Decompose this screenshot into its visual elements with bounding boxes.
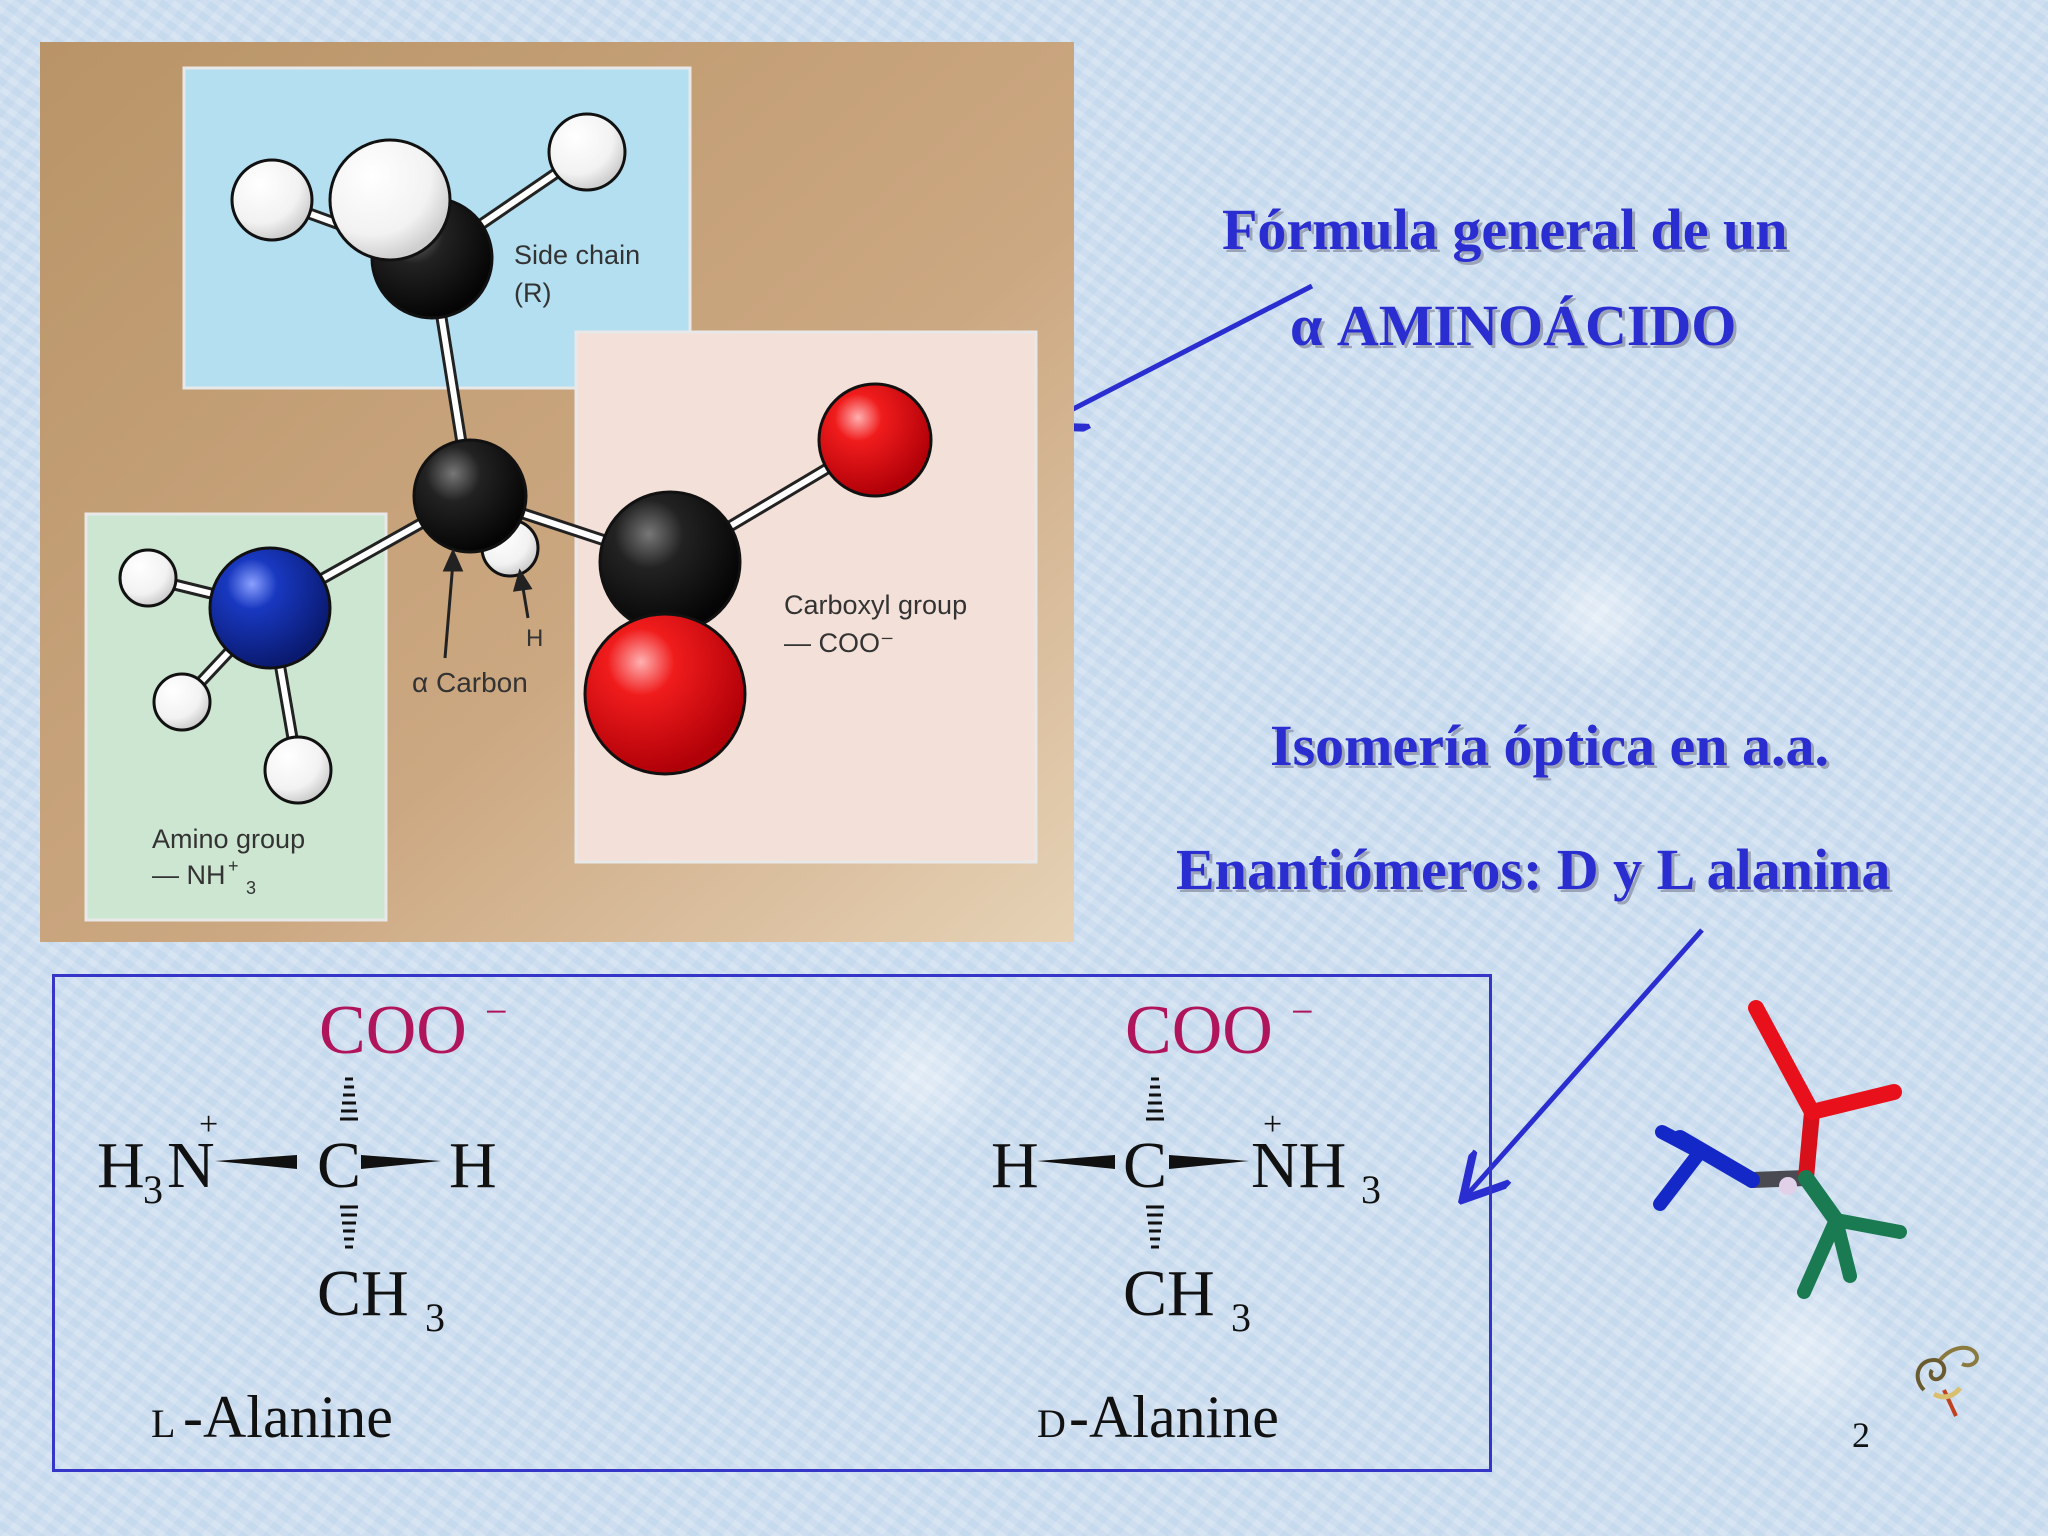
isomeria-heading: Isomería óptica en a.a. (1270, 713, 1829, 778)
l-n: N (167, 1129, 215, 1202)
alpha-carbon (412, 438, 528, 554)
amino-acid-ball-stick-figure: Side chain (R) Carboxyl group — COO⁻ Ami… (40, 42, 1074, 942)
d-n-plus: + (1263, 1106, 1282, 1143)
d-hash-down (1146, 1205, 1164, 1249)
oxygen-top (817, 382, 933, 498)
oxygen-bottom (583, 612, 747, 776)
arrow-to-molecule (1044, 283, 1314, 424)
d-wedge-right (1169, 1155, 1249, 1169)
l-n-plus: + (199, 1106, 218, 1143)
l-ch3-sub: 3 (425, 1295, 445, 1340)
nitrogen-atom (208, 546, 332, 670)
l-hash-down (340, 1205, 358, 1249)
l-carbon: C (317, 1129, 361, 1202)
page-number: 2 (1852, 1415, 1870, 1455)
hydrogen-label: H (526, 625, 543, 652)
amino-hydrogen-bottom (263, 735, 333, 805)
alpha-carbon-label: α Carbon (412, 667, 528, 698)
alpha-hydrogen-dot (1779, 1177, 1797, 1195)
side-chain-hydrogen-right (547, 112, 627, 192)
amino-hydrogen-bottom-left (152, 672, 212, 732)
amino-charge: + (228, 856, 239, 876)
amino-formula: — NH (152, 860, 226, 890)
l-h3n-h: H (97, 1129, 145, 1202)
side-chain-label: Side chain (514, 240, 640, 270)
amino-label: Amino group (152, 824, 305, 854)
d-hydrogen: H (991, 1129, 1039, 1202)
atoms (118, 112, 933, 805)
l-ch3: CH (317, 1257, 409, 1330)
enantiomeros-heading: Enantiómeros: D y L alanina (1176, 837, 1891, 902)
carboxyl-carbon (598, 490, 742, 634)
alanine-stick-model (1653, 1000, 1907, 1299)
side-chain-hydrogen-large (328, 138, 452, 262)
amino-subscript: 3 (246, 878, 256, 898)
l-coo-minus: − (485, 989, 508, 1034)
l-h3n-sub: 3 (143, 1167, 163, 1212)
alanine-enantiomers-box: COO − H 3 N + C H CH 3 L -Alanine (52, 974, 1492, 1472)
carboxyl-formula: — COO⁻ (784, 628, 894, 658)
d-ch3: CH (1123, 1257, 1215, 1330)
d-hash-up (1146, 1077, 1164, 1121)
arrow-to-alanine (1466, 928, 1704, 1196)
carboxyl-label: Carboxyl group (784, 590, 967, 620)
d-alanine-structure: COO − H C NH 3 + CH 3 D -Alanine (991, 989, 1381, 1450)
l-name-prefix: L (151, 1401, 175, 1446)
d-name-rest: -Alanine (1069, 1384, 1279, 1450)
amino-hydrogen-left (118, 548, 178, 608)
l-name-rest: -Alanine (183, 1384, 393, 1450)
d-ch3-sub: 3 (1231, 1295, 1251, 1340)
d-name-prefix: D (1037, 1401, 1066, 1446)
l-wedge-right (361, 1155, 441, 1169)
side-chain-symbol: (R) (514, 278, 551, 308)
d-carbon: C (1123, 1129, 1167, 1202)
decorative-ornament-icon (1915, 1345, 1979, 1417)
l-hash-up (340, 1077, 358, 1121)
d-coo-minus: − (1291, 989, 1314, 1034)
l-wedge-left (215, 1155, 297, 1169)
alanine-structures: COO − H 3 N + C H CH 3 L -Alanine (97, 989, 1381, 1450)
slide-title-line1: Fórmula general de un (1222, 197, 1788, 262)
l-hydrogen: H (449, 1129, 497, 1202)
d-coo: COO (1125, 992, 1273, 1069)
d-nh3-nh: NH (1251, 1129, 1346, 1202)
l-coo: COO (319, 992, 467, 1069)
d-wedge-left (1037, 1155, 1115, 1169)
label-pointers (442, 548, 533, 659)
l-alanine-structure: COO − H 3 N + C H CH 3 L -Alanine (97, 989, 508, 1450)
d-nh3-sub: 3 (1361, 1167, 1381, 1212)
slide-title-line2: α AMINOÁCIDO (1290, 293, 1737, 358)
side-chain-hydrogen-left (230, 158, 314, 242)
